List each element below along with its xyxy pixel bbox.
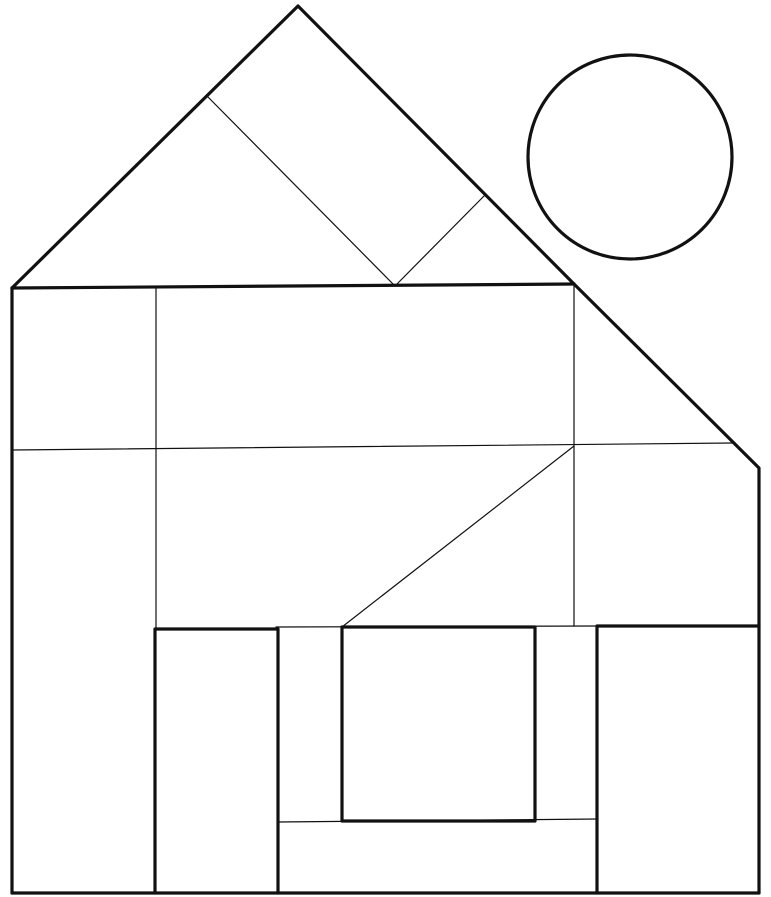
sun-circle: [528, 55, 732, 259]
roof-base-line: [12, 284, 574, 288]
panel-right: [597, 626, 759, 893]
wall-right-slope: [574, 284, 759, 893]
window-center: [342, 627, 535, 821]
wall-cut-horizontal: [12, 443, 732, 450]
door-left: [155, 629, 278, 893]
roof-cut-diagonal-right: [395, 195, 485, 286]
roof-cut-diagonal-left: [207, 96, 395, 286]
wall-cut-diagonal: [342, 446, 574, 627]
roof-outline: [12, 6, 574, 288]
